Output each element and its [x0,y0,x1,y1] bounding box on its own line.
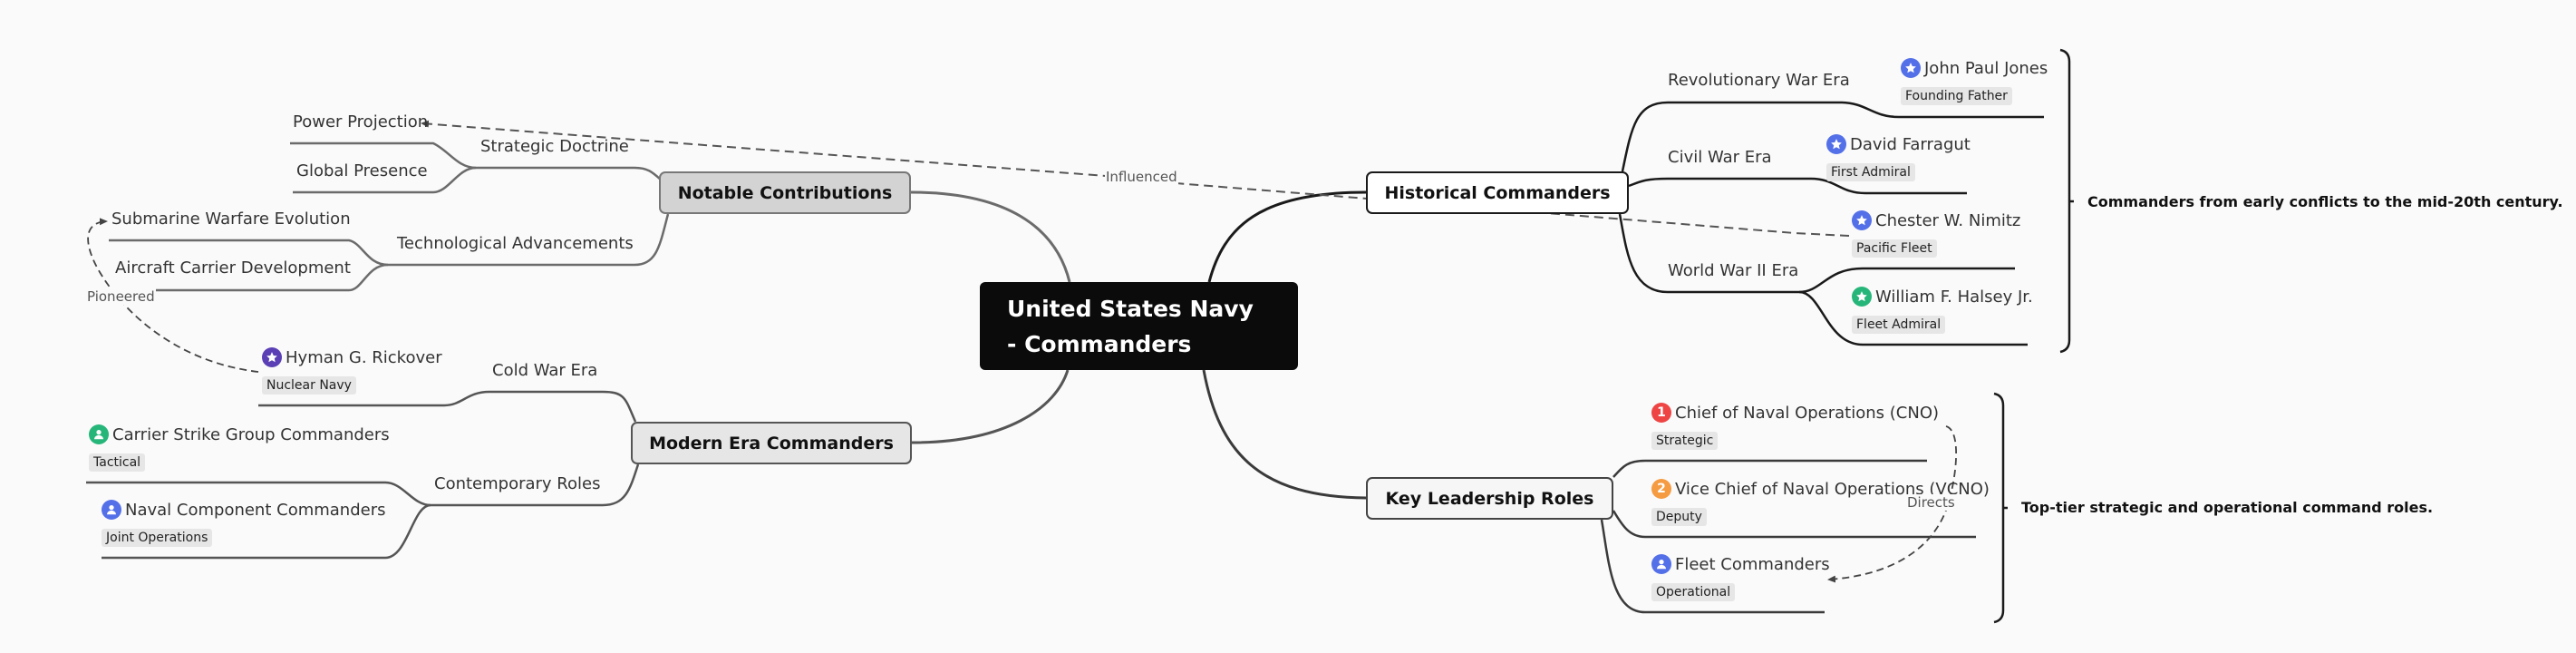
first-admiral-tag: First Admiral [1826,163,1915,181]
root-title-line2: - Commanders [1007,331,1192,357]
star-icon [1852,287,1872,307]
branch-label: Historical Commanders [1384,182,1611,203]
leaf-label: Fleet Commanders [1675,554,1830,574]
william-f-halsey-jr-node[interactable]: William F. Halsey Jr. [1852,287,2033,307]
branch-label: Modern Era Commanders [649,433,894,453]
operational-tag: Operational [1651,583,1736,601]
chester-w-nimitz-node[interactable]: Chester W. Nimitz [1852,210,2020,230]
directs-relation-label: Directs [1906,494,1956,511]
modern-era-commanders-node[interactable]: Modern Era Commanders [631,422,912,464]
influenced-relation-label: Influenced [1105,169,1178,185]
leaf-label: Naval Component Commanders [125,500,386,520]
strategic-doctrine-node[interactable]: Strategic Doctrine [480,137,629,156]
civil-war-era-node[interactable]: Civil War Era [1668,148,1772,167]
leaf-label: Chief of Naval Operations (CNO) [1675,403,1940,423]
technological-advancements-node[interactable]: Technological Advancements [397,234,634,253]
root-node[interactable]: United States Navy - Commanders [980,282,1298,370]
key-leadership-roles-node[interactable]: Key Leadership Roles [1366,477,1613,520]
tactical-tag: Tactical [89,453,146,472]
naval-component-commanders-node[interactable]: Naval Component Commanders [102,500,386,520]
leaf-label: John Paul Jones [1924,58,2048,78]
leaf-label: William F. Halsey Jr. [1875,287,2033,307]
user-icon [1651,554,1671,574]
contemporary-roles-node[interactable]: Contemporary Roles [434,474,601,493]
submarine-warfare-evolution-node[interactable]: Submarine Warfare Evolution [111,210,351,229]
david-farragut-node[interactable]: David Farragut [1826,134,1971,154]
historical-summary: Commanders from early conflicts to the m… [2087,193,2563,210]
historical-commanders-node[interactable]: Historical Commanders [1366,171,1629,214]
star-icon [1826,134,1846,154]
vcno-node[interactable]: 2 Vice Chief of Naval Operations (VCNO) [1651,479,1990,499]
cold-war-era-node[interactable]: Cold War Era [492,361,598,380]
leaf-label: Carrier Strike Group Commanders [112,424,390,444]
strategic-tag: Strategic [1651,432,1719,450]
power-projection-node[interactable]: Power Projection [293,112,429,132]
branch-label: Notable Contributions [677,182,893,203]
leaf-label: Vice Chief of Naval Operations (VCNO) [1675,479,1990,499]
global-presence-node[interactable]: Global Presence [296,161,428,180]
user-icon [102,500,121,520]
revolutionary-war-era-node[interactable]: Revolutionary War Era [1668,71,1850,90]
pacific-fleet-tag: Pacific Fleet [1852,239,1937,258]
fleet-commanders-node[interactable]: Fleet Commanders [1651,554,1830,574]
nuclear-navy-tag: Nuclear Navy [262,376,356,395]
aircraft-carrier-development-node[interactable]: Aircraft Carrier Development [115,258,351,278]
cno-node[interactable]: 1 Chief of Naval Operations (CNO) [1651,403,1939,423]
leaf-label: David Farragut [1850,134,1971,154]
star-icon [1852,210,1872,230]
leaf-label: Chester W. Nimitz [1875,210,2021,230]
leaf-label: Hyman G. Rickover [286,347,442,367]
john-paul-jones-node[interactable]: John Paul Jones [1901,58,2048,78]
notable-contributions-node[interactable]: Notable Contributions [659,171,911,214]
root-title-line1: United States Navy [1007,296,1254,322]
number-2-icon: 2 [1651,479,1671,499]
fleet-admiral-tag: Fleet Admiral [1852,316,1946,334]
branch-label: Key Leadership Roles [1385,488,1594,509]
number-1-icon: 1 [1651,403,1671,423]
user-icon [89,424,109,444]
star-icon [262,347,282,367]
joint-operations-tag: Joint Operations [102,529,213,547]
world-war-ii-era-node[interactable]: World War II Era [1668,261,1799,280]
founding-father-tag: Founding Father [1901,87,2012,105]
pioneered-relation-label: Pioneered [86,288,156,305]
key-roles-summary: Top-tier strategic and operational comma… [2021,499,2434,516]
carrier-strike-group-commanders-node[interactable]: Carrier Strike Group Commanders [89,424,390,444]
hyman-g-rickover-node[interactable]: Hyman G. Rickover [262,347,442,367]
star-icon [1901,58,1921,78]
deputy-tag: Deputy [1651,508,1707,526]
